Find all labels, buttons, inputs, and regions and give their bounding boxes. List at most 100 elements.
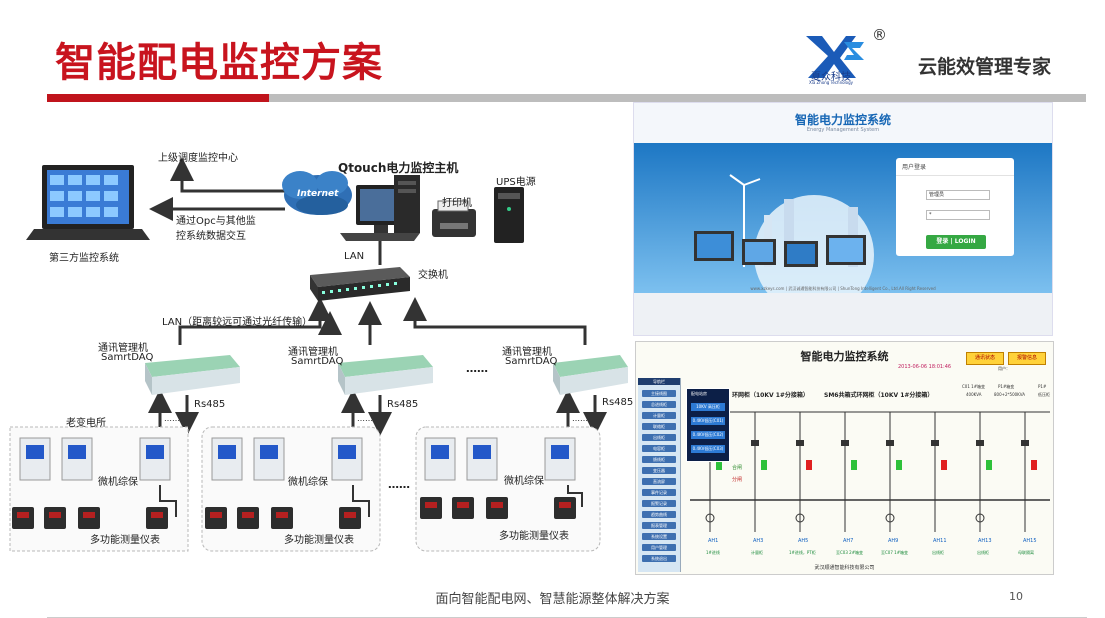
nav-item[interactable]: 馈线柜 bbox=[642, 456, 676, 463]
transformer-2-rating: 800+2*500KVA bbox=[994, 392, 1026, 397]
login-app-title: 智能电力监控系统 bbox=[794, 113, 891, 127]
printer-label: 打印机 bbox=[442, 198, 472, 209]
bay-label: AH1 bbox=[708, 538, 719, 544]
bay-desc: 出线柜 bbox=[932, 550, 944, 555]
nav-item[interactable]: 系统退出 bbox=[642, 555, 676, 562]
comm-label-3: 通讯管理机 bbox=[502, 347, 552, 358]
nav-item[interactable]: 变压器 bbox=[642, 467, 676, 474]
banner-illustration bbox=[694, 174, 874, 315]
monitor-user: 用户： bbox=[998, 366, 1010, 371]
comm-model-2: SamrtDAQ bbox=[291, 356, 344, 367]
upper-center-label: 上级调度监控中心 bbox=[158, 153, 238, 164]
bay-desc: 计量柜 bbox=[751, 550, 763, 555]
login-screenshot: 智能电力监控系统 Energy Management System 用户登录 管… bbox=[633, 102, 1053, 336]
bay-desc: 母联隔离 bbox=[1018, 550, 1034, 555]
popup-item[interactable]: 0.4KV低压(C01) bbox=[691, 417, 725, 425]
nav-item[interactable]: 直流屏 bbox=[642, 478, 676, 485]
rs485-label-3: Rs485 bbox=[602, 397, 634, 408]
page-title: 智能配电监控方案 bbox=[55, 40, 383, 86]
section-2-label: SM6共箱式环网柜（10KV 1#分接箱） bbox=[824, 392, 934, 399]
login-box-title: 用户登录 bbox=[896, 158, 1014, 176]
monitor-nav: 导航栏 主接线图 总进线柜 计量柜 联络柜 出线柜 电容柜 馈线柜 变压器 直流… bbox=[638, 378, 681, 572]
alarm-info-button[interactable]: 报警信息 bbox=[1008, 352, 1046, 365]
opc-label-line2: 控系统数据交互 bbox=[176, 231, 246, 242]
monitoring-screenshot: 智能电力监控系统 2013-06-06 18:01:46 通讯状态 报警信息 用… bbox=[635, 341, 1054, 575]
comm-model-1: SamrtDAQ bbox=[101, 352, 154, 363]
ellipsis-comm: …… bbox=[466, 362, 488, 375]
rs485-label-1: Rs485 bbox=[194, 399, 226, 410]
nav-item[interactable]: 出线柜 bbox=[642, 434, 676, 441]
nav-item[interactable]: 系统设置 bbox=[642, 533, 676, 540]
opc-label-line1: 通过Opc与其他监 bbox=[176, 216, 256, 227]
meter-label-3: 多功能测量仪表 bbox=[499, 531, 569, 542]
monitoring-host-icon bbox=[340, 175, 420, 241]
popup-item[interactable]: 0.4KV低压(C03) bbox=[691, 445, 725, 453]
substation-popup: 配电站房 10KV 高压柜 0.4KV低压(C01) 0.4KV低压(C02) … bbox=[686, 388, 730, 462]
popup-item[interactable]: 10KV 高压柜 bbox=[691, 403, 725, 411]
header-gray-bar bbox=[269, 94, 1086, 102]
bay-desc: 至C07 1#箱变 bbox=[881, 550, 909, 555]
login-footer-text: www.xzkeys.com | 武汉诚通智能科技有限公司 | ShunTong… bbox=[750, 286, 936, 291]
nav-item[interactable]: 电容柜 bbox=[642, 445, 676, 452]
lv-panel-name: P1# bbox=[1038, 384, 1047, 389]
bay-label: AH13 bbox=[978, 538, 992, 544]
nav-item[interactable]: 报警记录 bbox=[642, 500, 676, 507]
lan-label: LAN bbox=[344, 251, 365, 262]
bay-desc: 1#进线，PT柜 bbox=[789, 550, 816, 555]
transformer-2-name: P1#箱变 bbox=[998, 384, 1015, 389]
login-button[interactable]: 登录 | LOGIN bbox=[926, 235, 986, 249]
bay-label: AH15 bbox=[1023, 538, 1037, 544]
nav-item[interactable]: 计量柜 bbox=[642, 412, 676, 419]
bay-desc: 1#进线 bbox=[706, 550, 720, 555]
protection-relays bbox=[19, 437, 576, 481]
dots-label-1: …… bbox=[164, 414, 180, 423]
nav-item[interactable]: 用户管理 bbox=[642, 544, 676, 551]
dots-label-2: …… bbox=[357, 414, 373, 423]
state-label-on: 合闸 bbox=[732, 465, 743, 471]
dots-label-3: …… bbox=[572, 414, 588, 423]
comm-model-3: SamrtDAQ bbox=[505, 356, 558, 367]
printer-icon bbox=[432, 200, 476, 237]
username-field[interactable]: 管理员 bbox=[926, 190, 990, 200]
internet-cloud-icon bbox=[282, 171, 352, 215]
logo-subtext: Xia Zhong Technology bbox=[808, 80, 854, 85]
comm-label-1: 通讯管理机 bbox=[98, 343, 148, 354]
nav-item[interactable]: 主接线图 bbox=[642, 390, 676, 397]
nav-header: 导航栏 bbox=[638, 378, 680, 385]
third-party-label: 第三方监控系统 bbox=[49, 253, 119, 264]
protection-label-1: 微机综保 bbox=[98, 477, 138, 488]
bay-label: AH7 bbox=[843, 538, 854, 544]
bay-desc: 至C03 2#箱变 bbox=[836, 550, 864, 555]
nav-item[interactable]: 事件记录 bbox=[642, 489, 676, 496]
lv-panel-type: 低压柜 bbox=[1038, 392, 1050, 397]
company-logo bbox=[806, 36, 864, 78]
nav-item[interactable]: 总进线柜 bbox=[642, 401, 676, 408]
nav-item[interactable]: 趋势曲线 bbox=[642, 511, 676, 518]
laptop-icon bbox=[26, 165, 150, 240]
nav-item[interactable]: 报表管理 bbox=[642, 522, 676, 529]
password-field[interactable]: * bbox=[926, 210, 990, 220]
bay-label: AH3 bbox=[753, 538, 764, 544]
nav-item[interactable]: 联络柜 bbox=[642, 423, 676, 430]
logo-text: 夏众科技 bbox=[811, 72, 851, 83]
protection-label-3: 微机综保 bbox=[504, 476, 544, 487]
comm-manager-icon-1 bbox=[145, 355, 240, 395]
monitor-footer: 武汉顺通智能科技有限公司 bbox=[814, 565, 875, 571]
login-footer-area bbox=[634, 293, 1052, 335]
comm-status-button[interactable]: 通讯状态 bbox=[966, 352, 1004, 365]
meter-label-1: 多功能测量仪表 bbox=[90, 535, 160, 546]
ups-label: UPS电源 bbox=[496, 177, 536, 188]
internet-label: Internet bbox=[297, 189, 339, 199]
transformer-1-rating: 400KVA bbox=[966, 392, 982, 397]
comm-manager-icon-3 bbox=[553, 355, 628, 395]
popup-item[interactable]: 0.4KV低压(C02) bbox=[691, 431, 725, 439]
transformer-1-name: C01 1#箱变 bbox=[962, 384, 986, 389]
switch-label: 交换机 bbox=[418, 270, 448, 281]
tagline: 云能效管理专家 bbox=[918, 56, 1052, 78]
registered-mark: ® bbox=[872, 26, 887, 44]
header-red-bar bbox=[47, 94, 269, 102]
bay-desc: 出线柜 bbox=[977, 550, 989, 555]
comm-manager-icon-2 bbox=[338, 355, 433, 395]
single-line-diagram bbox=[690, 411, 1050, 532]
login-app-subtitle: Energy Management System bbox=[806, 127, 880, 133]
